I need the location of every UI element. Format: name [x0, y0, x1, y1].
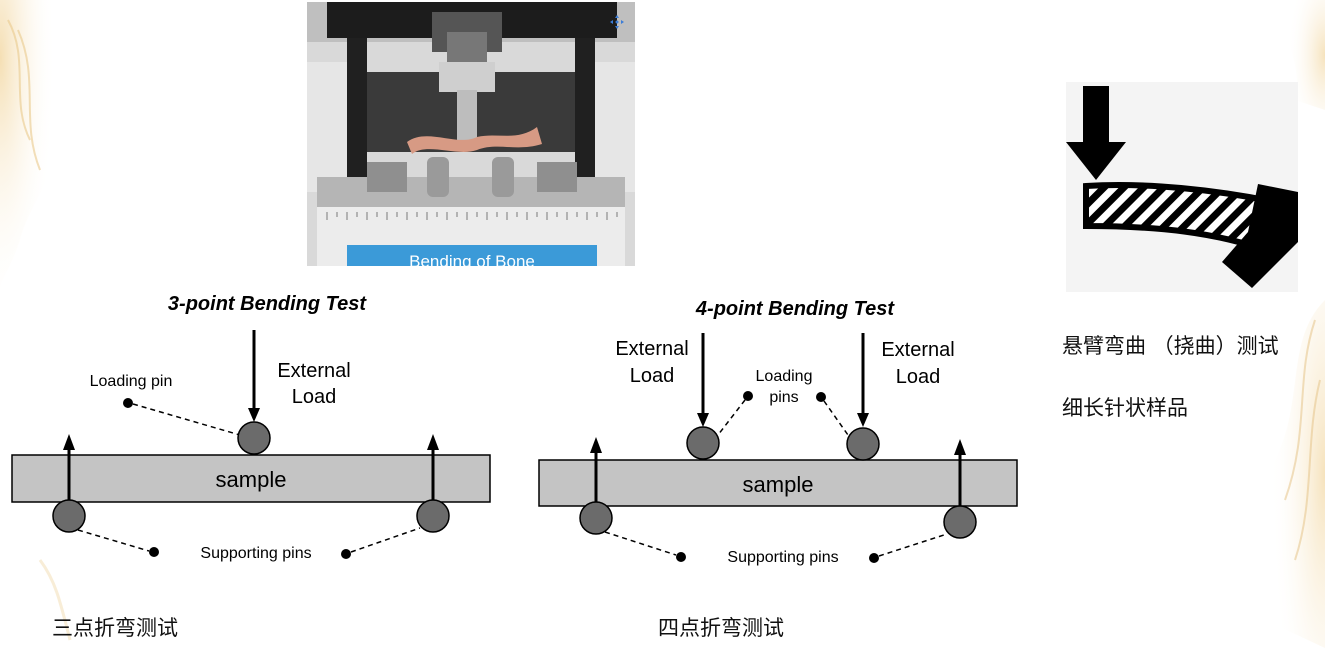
- cantilever-caption-line2: 细长针状样品: [1062, 396, 1188, 420]
- three-point-left-support-pin: [52, 499, 86, 533]
- cantilever-illustration: [1066, 86, 1298, 288]
- four-point-supporting-pins-label: Supporting pins: [727, 549, 838, 566]
- four-point-support-dot-left: [676, 552, 686, 562]
- four-point-right-load-arrow: [857, 333, 869, 427]
- cantilever-clamp: [1222, 184, 1298, 288]
- three-point-loading-pin-dot: [123, 398, 133, 408]
- four-point-external-load-left-line1: External: [615, 338, 688, 360]
- four-point-external-load-right-line2: Load: [896, 366, 941, 388]
- three-point-sample-beam: [11, 454, 491, 503]
- bending-apparatus-illustration: [307, 2, 635, 266]
- four-point-right-reaction-arrow: [954, 439, 966, 506]
- cantilever-load-arrow-icon: [1066, 86, 1126, 180]
- three-point-support-dot-left: [149, 547, 159, 557]
- cantilever-bending-figure: [1066, 82, 1298, 292]
- three-point-loading-pin-label: Loading pin: [90, 373, 173, 390]
- four-point-title: 4-point Bending Test: [695, 298, 895, 320]
- cantilever-caption-line1: 悬臂弯曲 （挠曲）测试: [1062, 334, 1279, 358]
- right-floral-decoration: [1265, 0, 1325, 648]
- three-point-loading-pin-leader: [132, 403, 241, 436]
- three-point-load-arrow: [248, 330, 260, 422]
- four-point-support-leader-left: [604, 531, 677, 556]
- three-point-right-reaction-arrow: [427, 434, 439, 500]
- four-point-bending-diagram: 4-point Bending Test External Load Exter…: [538, 298, 1018, 566]
- four-point-sample-beam: [538, 459, 1018, 507]
- four-point-left-reaction-arrow: [590, 437, 602, 502]
- three-point-support-leader-left: [77, 529, 150, 552]
- four-point-loading-leader-left: [717, 399, 746, 436]
- four-point-caption: 四点折弯测试: [658, 616, 784, 640]
- four-point-external-load-right-line1: External: [881, 339, 954, 361]
- three-point-caption: 三点折弯测试: [52, 616, 178, 640]
- three-point-right-support-pin: [416, 499, 450, 533]
- three-point-external-load-label-line1: External: [277, 360, 350, 382]
- four-point-sample-label: sample: [743, 472, 814, 497]
- three-point-support-dot-right: [341, 549, 351, 559]
- four-point-right-loading-pin: [846, 427, 880, 461]
- three-point-title: 3-point Bending Test: [168, 293, 367, 315]
- four-point-left-loading-pin: [686, 426, 720, 460]
- four-point-loading-pins-line2: pins: [769, 389, 798, 406]
- three-point-sample-label: sample: [216, 467, 287, 492]
- four-point-right-support-pin: [943, 505, 977, 539]
- bone-bending-photo: Bending of Bone: [307, 2, 635, 266]
- four-point-loading-leader-right: [823, 400, 849, 436]
- four-point-left-support-pin: [579, 501, 613, 535]
- move-icon[interactable]: [609, 14, 625, 30]
- three-point-support-leader-right: [350, 527, 421, 553]
- four-point-loading-dot-right: [816, 392, 826, 402]
- three-point-bending-diagram: 3-point Bending Test External Load Loadi…: [11, 293, 491, 562]
- four-point-left-load-arrow: [697, 333, 709, 427]
- four-point-support-dot-right: [869, 553, 879, 563]
- four-point-loading-dot-left: [743, 391, 753, 401]
- four-point-support-leader-right: [878, 533, 948, 557]
- three-point-left-reaction-arrow: [63, 434, 75, 500]
- three-point-loading-pin: [237, 421, 271, 455]
- three-point-external-load-label-line2: Load: [292, 386, 337, 408]
- left-floral-decoration: [0, 0, 72, 641]
- four-point-external-load-left-line2: Load: [630, 365, 675, 387]
- photo-caption: Bending of Bone: [347, 245, 597, 266]
- four-point-loading-pins-line1: Loading: [756, 368, 813, 385]
- three-point-supporting-pins-label: Supporting pins: [200, 545, 311, 562]
